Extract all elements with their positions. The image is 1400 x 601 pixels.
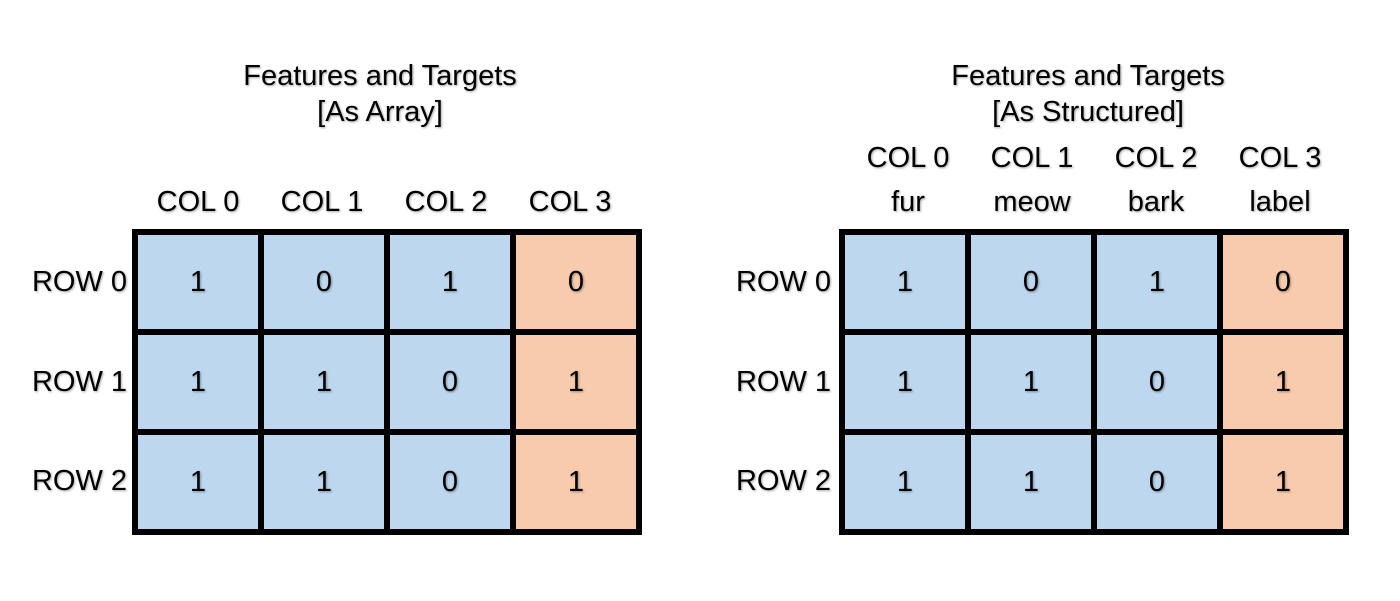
cell-r1-c0: 1 (138, 335, 258, 429)
cell-r2-c2: 0 (1097, 435, 1217, 529)
panel-title: Features and Targets [As Structured] (888, 58, 1288, 130)
row-label-2: ROW 2 (735, 465, 831, 497)
cell-r1-c1: 1 (264, 335, 384, 429)
cell-r1-c3: 1 (516, 335, 636, 429)
col-header-label: COL 2 (1114, 142, 1198, 174)
data-grid: 1 0 1 0 1 1 0 1 1 1 0 1 (839, 229, 1349, 535)
structured-panel: Features and Targets [As Structured] COL… (700, 0, 1400, 601)
row-label-0: ROW 0 (31, 266, 127, 298)
col-header-label: COL 3 (1238, 142, 1322, 174)
col-header-label: COL 2 (404, 186, 488, 218)
cell-r2-c3: 1 (1223, 435, 1343, 529)
cell-r1-c1: 1 (971, 335, 1091, 429)
col-header-2: COL 2 bark (1094, 136, 1218, 224)
row-label-0: ROW 0 (735, 266, 831, 298)
field-name: fur (891, 186, 925, 218)
col-header-0: COL 0 fur (846, 136, 970, 224)
cell-r0-c0: 1 (138, 235, 258, 329)
row-label-1: ROW 1 (31, 366, 127, 398)
subtitle-line: [As Structured] (992, 96, 1184, 128)
cell-r2-c1: 1 (264, 435, 384, 529)
cell-r2-c3: 1 (516, 435, 636, 529)
col-header-label: COL 1 (990, 142, 1074, 174)
col-header-3: COL 3 label (1218, 136, 1342, 224)
cell-r0-c1: 0 (264, 235, 384, 329)
field-name: meow (993, 186, 1071, 218)
cell-r1-c0: 1 (845, 335, 965, 429)
field-name: label (1249, 186, 1311, 218)
cell-r1-c2: 0 (1097, 335, 1217, 429)
cell-r0-c1: 0 (971, 235, 1091, 329)
cell-r0-c3: 0 (516, 235, 636, 329)
col-header-0: COL 0 (136, 180, 260, 224)
cell-r2-c0: 1 (845, 435, 965, 529)
data-grid: 1 0 1 0 1 1 0 1 1 1 0 1 (132, 229, 642, 535)
panel-title: Features and Targets [As Array] (180, 58, 580, 130)
row-label-2: ROW 2 (31, 465, 127, 497)
array-panel: Features and Targets [As Array] COL 0 CO… (31, 58, 642, 535)
cell-r0-c2: 1 (390, 235, 510, 329)
col-header-label: COL 1 (280, 186, 364, 218)
cell-r1-c2: 0 (390, 335, 510, 429)
cell-r2-c1: 1 (971, 435, 1091, 529)
cell-r0-c2: 1 (1097, 235, 1217, 329)
cell-r2-c0: 1 (138, 435, 258, 529)
cell-r0-c3: 0 (1223, 235, 1343, 329)
col-header-2: COL 2 (384, 180, 508, 224)
field-name: bark (1127, 186, 1185, 218)
cell-r0-c0: 1 (845, 235, 965, 329)
title-line: Features and Targets (243, 60, 517, 92)
row-label-1: ROW 1 (735, 366, 831, 398)
col-header-1: COL 1 (260, 180, 384, 224)
col-header-1: COL 1 meow (970, 136, 1094, 224)
col-header-3: COL 3 (508, 180, 632, 224)
title-line: Features and Targets (951, 60, 1225, 92)
col-header-label: COL 3 (528, 186, 612, 218)
col-header-label: COL 0 (156, 186, 240, 218)
subtitle-line: [As Array] (317, 96, 443, 128)
cell-r1-c3: 1 (1223, 335, 1343, 429)
col-header-label: COL 0 (866, 142, 950, 174)
cell-r2-c2: 0 (390, 435, 510, 529)
